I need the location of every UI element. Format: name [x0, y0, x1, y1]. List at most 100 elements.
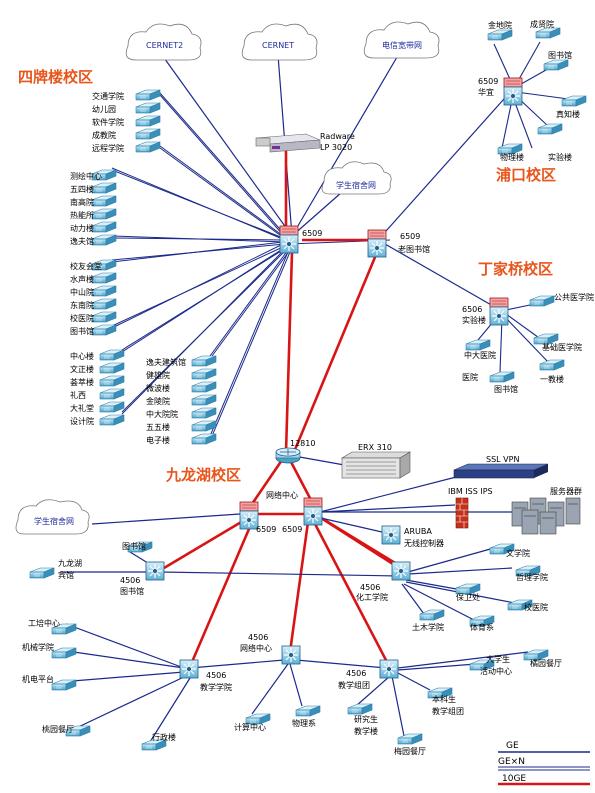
switch-icon: [543, 59, 569, 71]
switch-icon: [91, 272, 117, 284]
node-label: 机械学院: [22, 642, 54, 652]
cloud-label: CERNET2: [146, 41, 183, 50]
switch-icon: [397, 733, 423, 745]
device-label: ARUBA: [404, 527, 432, 536]
node-label: 礼西: [70, 390, 86, 400]
switch-icon: [99, 388, 125, 400]
node-label: 交通学院: [92, 91, 124, 101]
node-label: 金陵院: [146, 396, 170, 406]
switch-icon: [91, 208, 117, 220]
leaf-labels: 交通学院幼儿园软件学院成教院远程学院测绘中心五四楼南高院热能所动力楼逸夫馆校友会…: [22, 19, 594, 756]
node-label: 真知楼: [556, 109, 580, 119]
hub-software: [179, 659, 199, 679]
device-label: 老图书馆: [398, 244, 430, 254]
switch-icon: [561, 95, 587, 107]
device-label: 网络中心: [240, 643, 272, 653]
node-label: 图书馆: [70, 326, 94, 336]
cloud-label: CERNET: [262, 41, 294, 50]
cloud-dorm-north: 学生宿舍网: [321, 161, 392, 195]
switch-icon: [295, 705, 321, 717]
node-label: 远程学院: [92, 143, 124, 153]
node-label: 基础医学院: [542, 342, 582, 352]
switch-icon: [135, 102, 161, 114]
switch-icon: [489, 371, 515, 383]
node-label: 校医院: [524, 602, 548, 612]
node-label: 图书馆: [122, 541, 146, 551]
device-label: 4506: [360, 583, 380, 592]
node-label: 大礼堂: [70, 403, 94, 413]
node-label: 活动中心: [480, 666, 512, 676]
radware-appliance: Radware LP 3020: [255, 132, 355, 153]
node-label: 保卫处: [456, 592, 480, 602]
device-label: 实验楼: [462, 315, 486, 325]
node-label: 大学生: [486, 654, 510, 664]
switch-icon: [347, 703, 373, 715]
switch-icon: [91, 195, 117, 207]
node-label: 宾馆: [58, 570, 74, 580]
node-label: 物理楼: [500, 152, 524, 162]
node-label: 文学院: [506, 548, 530, 558]
server-cluster: [511, 497, 581, 535]
switch-icon: [91, 285, 117, 297]
node-label: 中大医院: [464, 350, 496, 360]
cloud-label: 学生宿舍网: [34, 516, 74, 526]
device-label: 6509: [400, 232, 420, 241]
node-label: 文正楼: [70, 364, 94, 374]
switch-icon: [99, 349, 125, 361]
node-label: 本科生: [432, 694, 456, 704]
switch-icon: [135, 128, 161, 140]
node-label: 工培中心: [28, 618, 60, 628]
cloud-dorm-south: 学生宿舍网: [15, 499, 90, 535]
switch-icon: [135, 115, 161, 127]
core-switch-old-library: [367, 229, 387, 258]
device-label: 6509: [282, 525, 302, 534]
campus-title-pukou: 浦口校区: [496, 166, 556, 184]
router-12810: [275, 447, 301, 464]
switch-icon: [99, 375, 125, 387]
node-label: 行政楼: [152, 732, 176, 742]
cloud-cernet: CERNET: [241, 23, 318, 61]
cloud-cernet2: CERNET2: [125, 23, 202, 61]
legend-label-10ge: 10GE: [502, 774, 526, 784]
switch-icon: [135, 89, 161, 101]
node-label: 中心楼: [70, 351, 94, 361]
switch-icon: [191, 394, 217, 406]
node-label: 公共医学院: [554, 292, 594, 302]
switch-icon: [419, 609, 445, 621]
device-label: 6509: [256, 525, 276, 534]
switch-icon: [91, 298, 117, 310]
node-label: 水声楼: [70, 274, 94, 284]
node-label: 荟萃楼: [70, 377, 94, 387]
erx-310-router: [340, 451, 412, 479]
node-label: 软件学院: [92, 117, 124, 127]
core-switch-dingjiaqiao: [489, 297, 509, 326]
node-label: 五四楼: [70, 184, 94, 194]
node-label: 中大院院: [146, 409, 178, 419]
device-label: 4506: [206, 671, 226, 680]
hub-chemical: [391, 561, 411, 581]
switch-icon: [99, 362, 125, 374]
device-label: 6509: [302, 229, 322, 238]
core-switch-sipailou: [279, 225, 299, 254]
hub-library: [145, 561, 165, 581]
device-label: 4506: [346, 669, 366, 678]
switch-icon: [191, 355, 217, 367]
device-label: 教学组团: [338, 680, 370, 690]
campus-title-dingjiaqiao: 丁家桥校区: [478, 260, 553, 278]
node-label: 计算中心: [234, 722, 266, 732]
switch-icon: [191, 433, 217, 445]
node-label: 电子楼: [146, 435, 170, 445]
node-label: 桃园餐厅: [42, 724, 74, 734]
device-label: 无线控制器: [404, 538, 444, 548]
node-label: 实验楼: [548, 152, 572, 162]
switch-icon: [91, 234, 117, 246]
node-label: 金地院: [488, 20, 512, 30]
core-switch-pukou: [503, 77, 523, 106]
node-label: 教学组团: [432, 706, 464, 716]
switch-icon: [535, 27, 561, 39]
node-label: 健雄院: [146, 370, 170, 380]
switch-icon: [91, 324, 117, 336]
node-label: 图书馆: [548, 50, 572, 60]
